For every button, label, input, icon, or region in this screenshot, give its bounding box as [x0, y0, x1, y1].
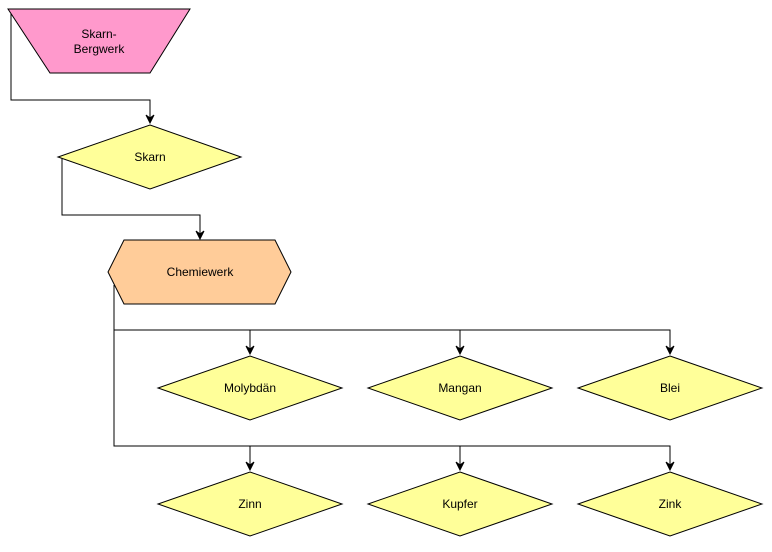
node-mangan[interactable]: Mangan: [366, 355, 554, 421]
node-kupfer[interactable]: Kupfer: [366, 471, 554, 537]
node-label: Chemiewerk: [167, 265, 235, 279]
edge-mine-to-skarn: [10, 10, 150, 123]
node-zinn[interactable]: Zinn: [156, 471, 344, 537]
node-shape-diamond: [156, 355, 344, 421]
edge-chemiewerk-to-molybdaen: [113, 285, 250, 354]
edge-chemiewerk-to-zink: [460, 445, 670, 470]
node-chemiewerk[interactable]: Chemiewerk: [107, 239, 292, 305]
node-label: Blei: [660, 381, 680, 395]
edge-chemiewerk-to-mangan: [250, 329, 460, 354]
node-shape-trapezoid: [7, 8, 191, 74]
node-shape-diamond: [366, 355, 554, 421]
node-skarn[interactable]: Skarn: [56, 124, 243, 190]
node-label: Zinn: [238, 497, 261, 511]
node-skarn-bergwerk[interactable]: Skarn- Bergwerk: [7, 8, 191, 74]
node-molybdaen[interactable]: Molybdän: [156, 355, 344, 421]
edge-skarn-to-chemiewerk: [61, 158, 200, 239]
node-label: Skarn: [134, 150, 165, 164]
node-shape-diamond: [56, 124, 243, 190]
node-shape-diamond: [366, 471, 554, 537]
node-shape-hexagon: [107, 239, 292, 305]
node-zink[interactable]: Zink: [576, 471, 764, 537]
node-label: Molybdän: [224, 381, 276, 395]
node-label: Kupfer: [442, 497, 477, 511]
edge-chemiewerk-to-blei: [460, 329, 670, 354]
node-label-line2: Bergwerk: [74, 42, 126, 56]
node-shape-diamond: [156, 471, 344, 537]
edge-chemiewerk-to-kupfer: [250, 445, 460, 470]
edge-chemiewerk-to-zinn: [113, 330, 250, 470]
node-label-line1: Skarn-: [81, 27, 116, 41]
node-label: Zink: [659, 497, 683, 511]
node-label: Mangan: [438, 381, 481, 395]
node-shape-diamond: [576, 471, 764, 537]
node-shape-diamond: [576, 355, 764, 421]
node-blei[interactable]: Blei: [576, 355, 764, 421]
